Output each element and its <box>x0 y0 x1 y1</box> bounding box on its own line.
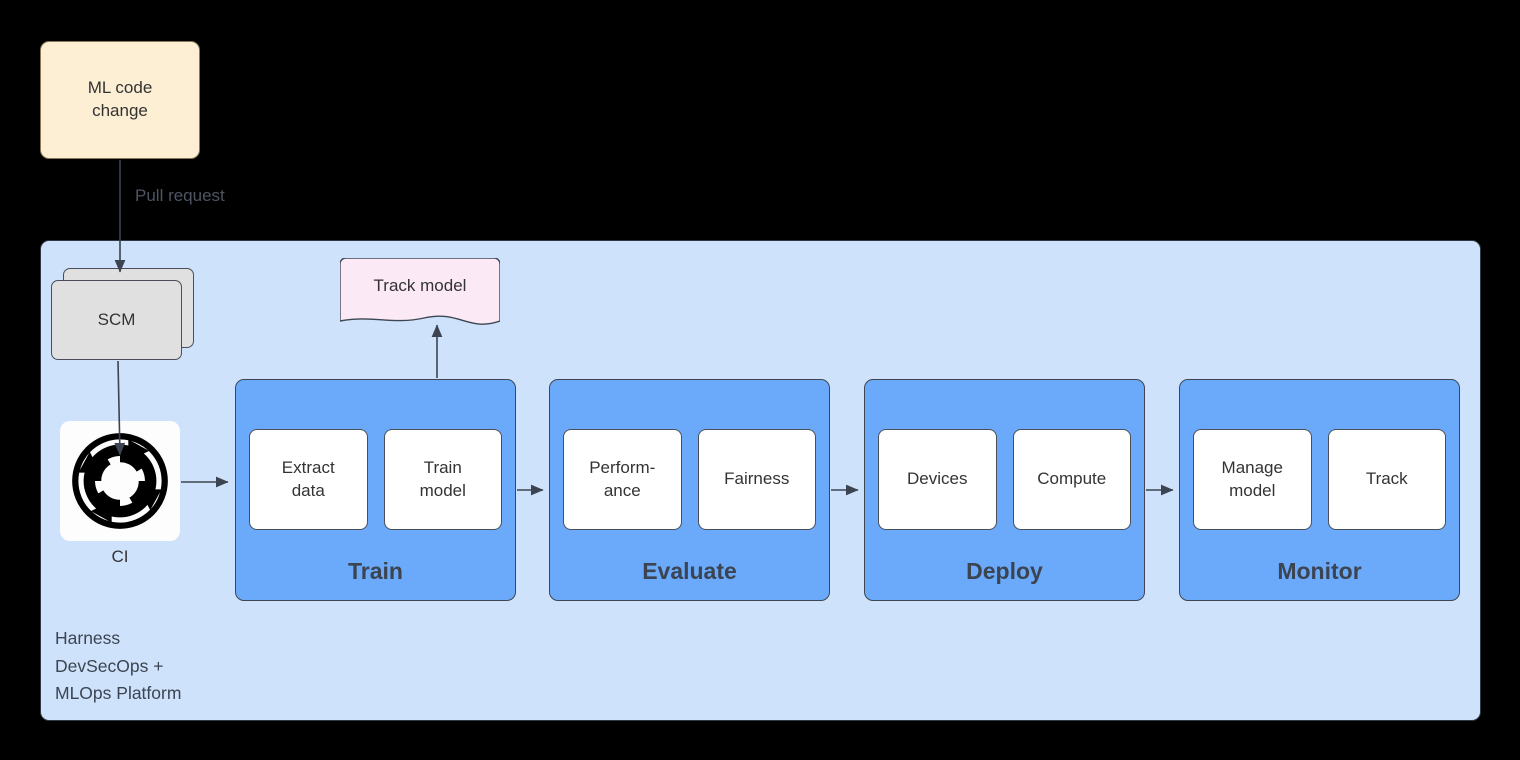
stage-train[interactable]: Extract data Train model Train <box>235 379 516 601</box>
step-devices-label: Devices <box>907 469 968 489</box>
step-extract-data[interactable]: Extract data <box>249 429 368 530</box>
ml-code-change-label: ML code change <box>87 78 153 120</box>
step-train-model[interactable]: Train model <box>383 429 502 530</box>
ci-label: CI <box>111 547 129 566</box>
platform-caption: Harness DevSecOps + MLOps Platform <box>55 628 182 704</box>
pull-request-edge-label: Pull request <box>135 186 225 205</box>
step-track-label: Track <box>1365 469 1408 489</box>
ml-code-change-node[interactable]: ML code change <box>40 41 200 159</box>
stage-evaluate-steps: Perform- ance Fairness <box>563 429 816 530</box>
step-fairness-label: Fairness <box>724 469 790 489</box>
step-train-model-label: Train model <box>419 457 466 500</box>
ci-node[interactable] <box>60 421 180 541</box>
step-manage-model-label: Manage model <box>1221 457 1283 500</box>
stage-deploy-steps: Devices Compute <box>878 429 1131 530</box>
stage-deploy-title: Deploy <box>966 558 1043 584</box>
stage-deploy[interactable]: Devices Compute Deploy <box>864 379 1145 601</box>
stage-monitor-title: Monitor <box>1277 558 1362 584</box>
step-fairness[interactable]: Fairness <box>697 429 816 530</box>
track-model-label: Track model <box>373 276 467 295</box>
step-track[interactable]: Track <box>1327 429 1446 530</box>
scm-stack-front-sheet: SCM <box>51 280 182 360</box>
step-performance[interactable]: Perform- ance <box>563 429 682 530</box>
step-compute[interactable]: Compute <box>1012 429 1131 530</box>
continuous-integration-icon <box>72 433 168 529</box>
track-model-node[interactable]: Track model <box>339 257 501 333</box>
scm-node[interactable]: SCM <box>51 268 194 360</box>
step-devices[interactable]: Devices <box>878 429 997 530</box>
step-performance-label: Perform- ance <box>589 457 656 500</box>
step-compute-label: Compute <box>1037 469 1107 489</box>
stage-monitor-steps: Manage model Track <box>1193 429 1446 530</box>
stage-train-title: Train <box>348 558 403 584</box>
stage-train-steps: Extract data Train model <box>249 429 502 530</box>
stage-evaluate-title: Evaluate <box>642 558 737 584</box>
document-shape-icon <box>339 257 501 325</box>
step-extract-data-label: Extract data <box>281 457 335 500</box>
stage-evaluate[interactable]: Perform- ance Fairness Evaluate <box>549 379 830 601</box>
stage-monitor[interactable]: Manage model Track Monitor <box>1179 379 1460 601</box>
scm-label: SCM <box>97 309 136 329</box>
step-manage-model[interactable]: Manage model <box>1193 429 1312 530</box>
